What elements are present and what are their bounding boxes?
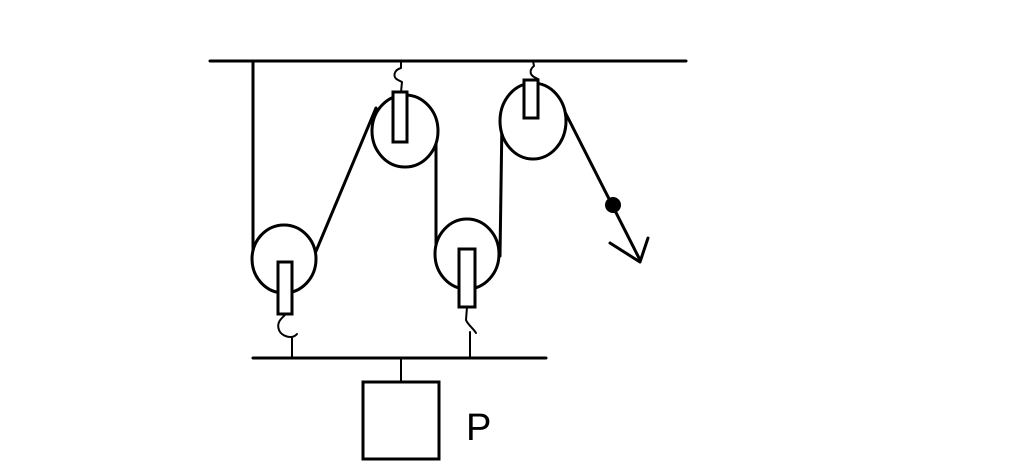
hook-fixed-pulley-2 [529,60,539,84]
hook-movable-pulley-left [277,313,298,359]
pulley-axle-bracket [276,260,294,316]
rope-point-dot [605,197,621,213]
load-label: P [466,407,491,449]
hook-movable-pulley-middle [465,306,477,359]
movable-pulley-left [250,223,318,316]
rope-free-end [563,110,642,262]
rope-segment-1 [312,106,378,258]
movable-pulley-middle [433,217,501,309]
hook-fixed-pulley-1 [393,60,403,93]
fixed-pulley-1 [370,90,440,169]
rope [251,59,642,262]
rope-segment-3 [498,116,504,258]
pulley-axle-bracket [522,78,540,120]
load-block [361,380,441,461]
fixed-pulley-2 [498,78,568,161]
pulley-axle-bracket [391,90,409,144]
pulley-axle-bracket [457,247,477,309]
force-arrow-head-icon [608,236,650,264]
